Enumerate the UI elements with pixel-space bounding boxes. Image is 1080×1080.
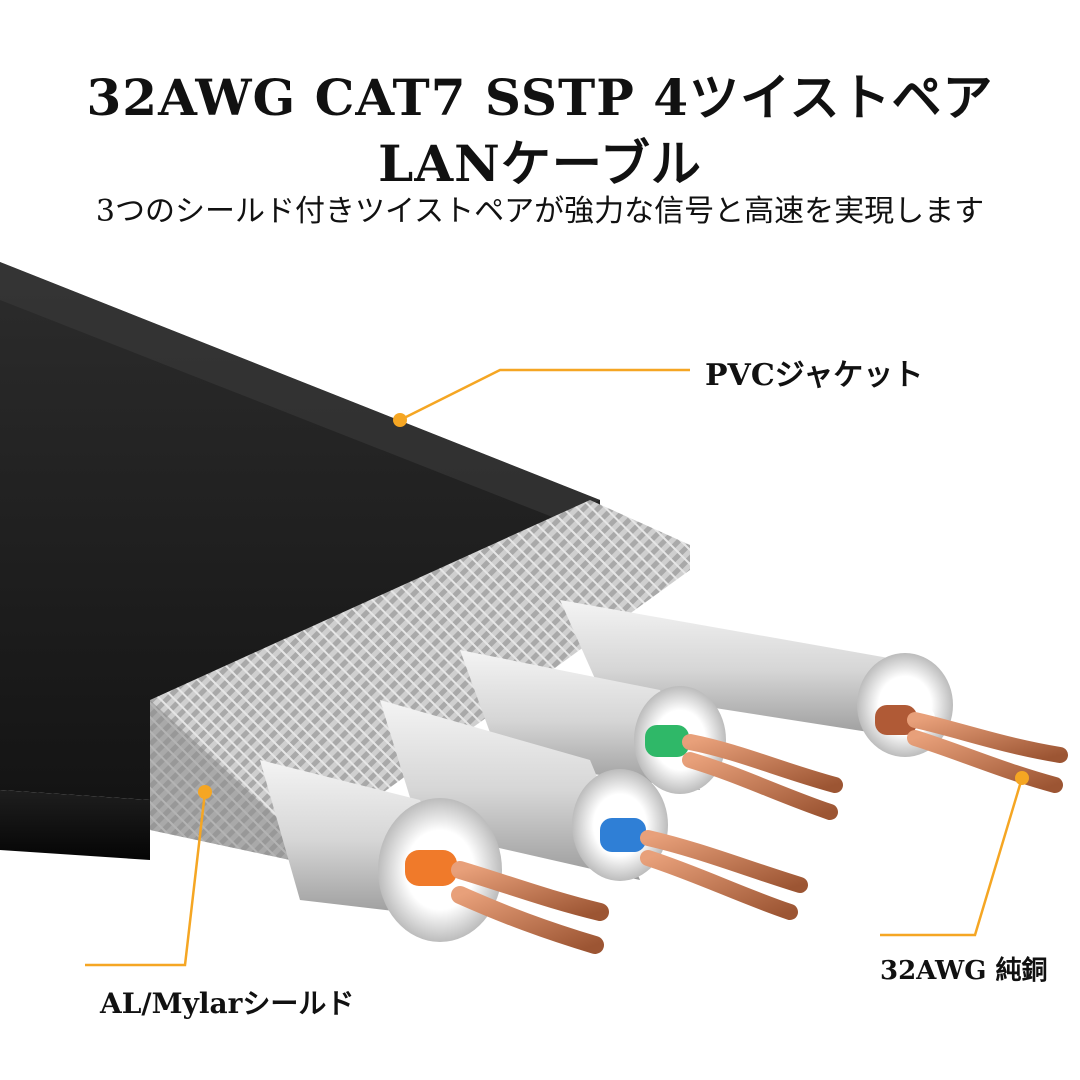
callout-shield: AL/Mylarシールド	[100, 987, 355, 1020]
title-line-1: 32AWG CAT7 SSTP 4ツイストペア	[86, 68, 994, 127]
title-line-2: LANケーブル	[378, 134, 702, 193]
callout-copper: 32AWG 純銅	[880, 956, 1048, 986]
callout-jacket: PVCジャケット	[705, 358, 924, 393]
callout-dots	[198, 413, 1029, 799]
shielded-pair-1	[560, 600, 1068, 793]
subtitle: 3つのシールド付きツイストペアが強力な信号と高速を実現します	[95, 194, 985, 229]
shielded-pair-4	[260, 760, 609, 954]
callout-lines	[85, 368, 1024, 967]
pvc-jacket	[0, 262, 600, 860]
